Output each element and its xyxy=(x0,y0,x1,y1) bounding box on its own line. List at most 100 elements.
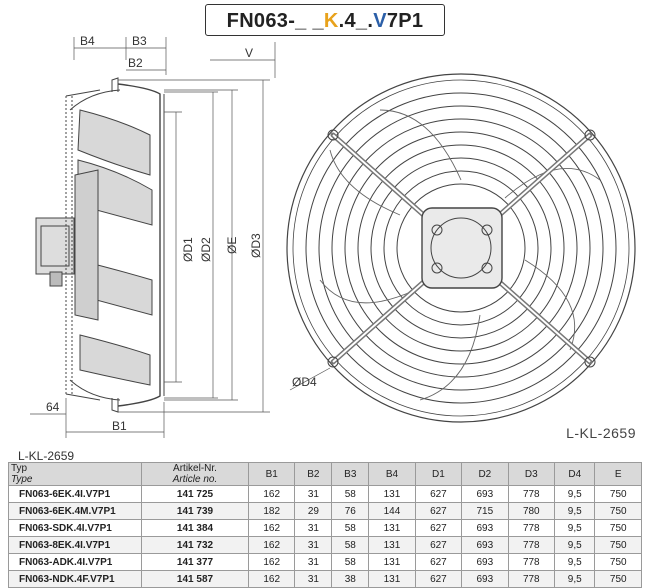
cell-d4: 9,5 xyxy=(553,502,596,520)
cell-b4: 131 xyxy=(368,553,416,571)
cell-b4: 144 xyxy=(368,502,416,520)
cell-b3: 38 xyxy=(331,570,370,588)
title-v: V xyxy=(373,10,387,32)
cell-d2: 693 xyxy=(461,570,509,588)
table-row: FN063-6EK.4I.V7P1 141 725 162 31 58 131 … xyxy=(8,485,642,503)
front-view-dimensions xyxy=(289,367,331,391)
cell-d1: 627 xyxy=(414,553,463,571)
cell-b4: 131 xyxy=(368,485,416,503)
header-d3: D3 xyxy=(507,462,556,486)
cell-d4: 9,5 xyxy=(553,519,596,537)
cell-d2: 693 xyxy=(461,485,509,503)
cell-b3: 58 xyxy=(331,536,370,554)
cell-d3: 778 xyxy=(507,553,556,571)
cell-type: FN063-6EK.4M.V7P1 xyxy=(8,502,142,520)
header-d4: D4 xyxy=(553,462,596,486)
table-caption: L-KL-2659 xyxy=(18,449,75,463)
title-prefix: FN063-_ _ xyxy=(226,10,324,32)
cell-e: 750 xyxy=(594,502,642,520)
table-row: FN063-SDK.4I.V7P1 141 384 162 31 58 131 … xyxy=(8,519,642,537)
dim-b4: B4 xyxy=(80,34,95,48)
table-row: FN063-NDK.4F.V7P1 141 587 162 31 38 131 … xyxy=(8,570,642,588)
dim-v: V xyxy=(245,46,253,60)
cell-b4: 131 xyxy=(368,519,416,537)
cell-article: 141 732 xyxy=(141,536,249,554)
header-article-sub: Article no. xyxy=(172,474,218,485)
table-row: FN063-ADK.4I.V7P1 141 377 162 31 58 131 … xyxy=(8,553,642,571)
title-k: K xyxy=(323,10,339,32)
cell-d4: 9,5 xyxy=(553,485,596,503)
cell-d2: 693 xyxy=(461,519,509,537)
cell-b4: 131 xyxy=(368,536,416,554)
technical-drawing: B4 B3 B2 V ØD1 ØD2 ØE ØD3 64 B1 xyxy=(30,34,636,438)
header-d2: D2 xyxy=(461,462,509,486)
header-type-main: Typ xyxy=(11,463,28,474)
table-row: FN063-6EK.4M.V7P1 141 739 182 29 76 144 … xyxy=(8,502,642,520)
header-d1: D1 xyxy=(414,462,463,486)
cell-d1: 627 xyxy=(414,502,463,520)
cell-b1: 162 xyxy=(247,536,296,554)
cell-article: 141 739 xyxy=(141,502,249,520)
cell-b1: 162 xyxy=(247,519,296,537)
cell-d3: 778 xyxy=(507,536,556,554)
dim-e: ØE xyxy=(225,237,239,254)
cell-type: FN063-SDK.4I.V7P1 xyxy=(8,519,142,537)
cell-type: FN063-ADK.4I.V7P1 xyxy=(8,553,142,571)
cell-article: 141 725 xyxy=(141,485,249,503)
dim-b1: B1 xyxy=(112,419,127,433)
header-b3: B3 xyxy=(331,462,370,486)
cell-article: 141 377 xyxy=(141,553,249,571)
cell-d2: 715 xyxy=(461,502,509,520)
cell-type: FN063-NDK.4F.V7P1 xyxy=(8,570,142,588)
cell-d1: 627 xyxy=(414,570,463,588)
cell-type: FN063-8EK.4I.V7P1 xyxy=(8,536,142,554)
cell-d1: 627 xyxy=(414,519,463,537)
cell-d2: 693 xyxy=(461,553,509,571)
cell-article: 141 384 xyxy=(141,519,249,537)
cell-b3: 58 xyxy=(331,553,370,571)
cell-b1: 162 xyxy=(247,570,296,588)
cell-d2: 693 xyxy=(461,536,509,554)
cell-b2: 31 xyxy=(294,485,333,503)
cell-b3: 58 xyxy=(331,519,370,537)
dim-b2: B2 xyxy=(128,56,143,70)
cell-d3: 778 xyxy=(507,519,556,537)
fan-side-view xyxy=(35,77,165,413)
model-title: FN063-_ _K.4_.V7P1 xyxy=(205,4,445,36)
table-row: FN063-8EK.4I.V7P1 141 732 162 31 58 131 … xyxy=(8,536,642,554)
cell-e: 750 xyxy=(594,536,642,554)
cell-b2: 31 xyxy=(294,519,333,537)
cell-d4: 9,5 xyxy=(553,570,596,588)
cell-d4: 9,5 xyxy=(553,536,596,554)
cell-e: 750 xyxy=(594,553,642,571)
header-e: E xyxy=(594,462,642,486)
dim-d4: ØD4 xyxy=(292,375,317,389)
header-type-sub: Type xyxy=(11,474,33,485)
header-b2: B2 xyxy=(294,462,333,486)
header-article: Artikel-Nr.Article no. xyxy=(141,462,249,486)
cell-d3: 780 xyxy=(507,502,556,520)
cell-b2: 31 xyxy=(294,570,333,588)
drawing-reference-code: L-KL-2659 xyxy=(566,425,636,441)
cell-b2: 31 xyxy=(294,553,333,571)
cell-d1: 627 xyxy=(414,485,463,503)
header-article-main: Artikel-Nr. xyxy=(173,463,217,474)
cell-b1: 182 xyxy=(247,502,296,520)
dim-d2: ØD2 xyxy=(199,237,213,262)
header-b4: B4 xyxy=(368,462,416,486)
cell-e: 750 xyxy=(594,570,642,588)
cell-d4: 9,5 xyxy=(553,553,596,571)
cell-d3: 778 xyxy=(507,485,556,503)
side-view-dimensions xyxy=(30,37,276,438)
cell-e: 750 xyxy=(594,519,642,537)
dim-d1: ØD1 xyxy=(181,237,195,262)
cell-b2: 29 xyxy=(294,502,333,520)
fan-front-view xyxy=(286,73,636,423)
title-mid: .4_. xyxy=(338,10,374,32)
cell-b3: 76 xyxy=(331,502,370,520)
cell-b1: 162 xyxy=(247,553,296,571)
dim-b3: B3 xyxy=(132,34,147,48)
